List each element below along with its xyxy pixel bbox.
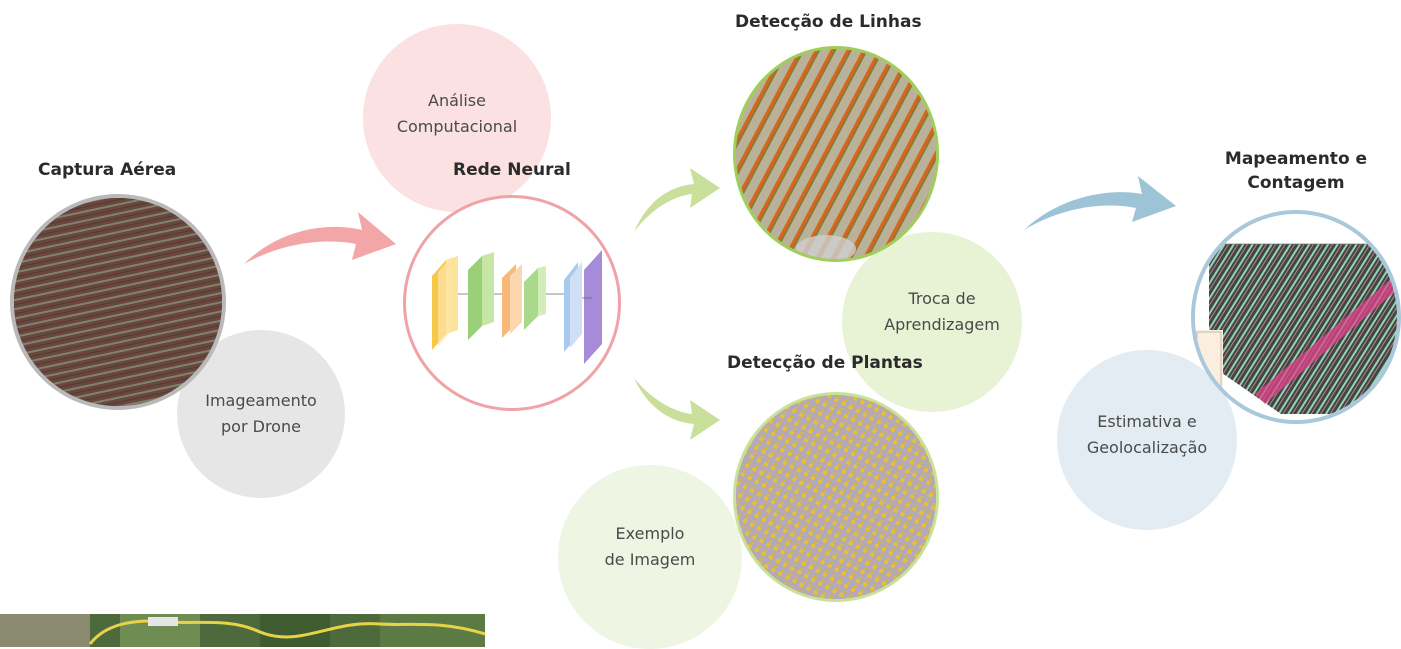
drone-image: [10, 194, 226, 410]
satellite-map-snippet: [0, 614, 485, 647]
arrow-lines-to-mapping: [1024, 176, 1176, 230]
line-detection-texture: [736, 49, 936, 259]
line-detection-image: [733, 46, 939, 262]
plant-detection-image: [733, 392, 939, 602]
arrow-network-to-lines: [634, 168, 720, 232]
plants-caption-bubble: Exemplo de Imagem: [558, 465, 742, 649]
satellite-map-texture: [0, 614, 485, 647]
plant-detection-texture: [736, 395, 936, 599]
mapping-caption: Estimativa e Geolocalização: [1086, 412, 1208, 457]
plants-caption: Exemplo de Imagem: [604, 524, 696, 569]
capture-caption: Imageamento por Drone: [205, 391, 317, 436]
network-title: Rede Neural: [453, 160, 571, 180]
neural-network-diagram: [403, 195, 621, 411]
lines-title: Detecção de Linhas: [735, 12, 922, 32]
lines-caption: Troca de Aprendizagem: [884, 289, 1000, 334]
capture-title: Captura Aérea: [38, 160, 177, 180]
drone-field-texture: [14, 198, 222, 406]
mapping-title: Mapeamento e Contagem: [1224, 149, 1368, 193]
mapping-texture: [1195, 214, 1397, 420]
plants-title: Detecção de Plantas: [727, 353, 923, 373]
mapping-image: [1191, 210, 1401, 424]
arrow-network-to-plants: [634, 378, 720, 440]
network-caption: Análise Computacional: [396, 91, 518, 136]
network-caption-bubble: Análise Computacional: [363, 24, 551, 212]
arrow-capture-to-network: [244, 212, 396, 264]
mapping-caption-bubble: Estimativa e Geolocalização: [1057, 350, 1237, 530]
lines-caption-bubble: Troca de Aprendizagem: [842, 232, 1022, 412]
cnn-layers-illustration: [432, 250, 602, 364]
